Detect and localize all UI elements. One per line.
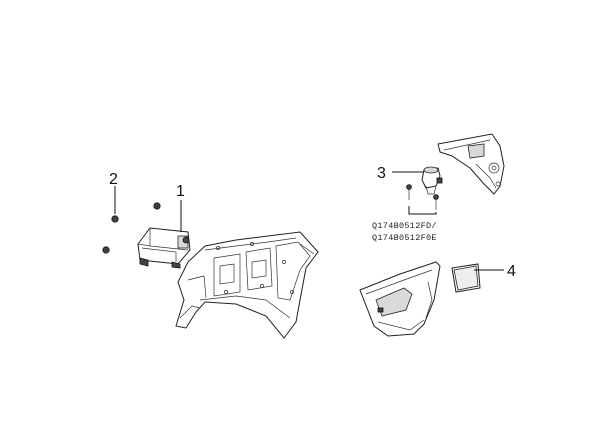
bolt-middle	[111, 215, 119, 223]
rear-side-panel	[437, 133, 505, 195]
right-bottom-assembly: 4	[359, 261, 516, 337]
access-cover	[375, 287, 413, 317]
right-top-assembly: 3 Q174B0512FD/ Q174B0512F0E	[372, 133, 505, 243]
crash-sensor	[421, 166, 443, 195]
callout-2: 2	[109, 171, 118, 188]
floor-bracket-panel	[175, 231, 319, 339]
warning-label	[451, 263, 481, 293]
airbag-control-module	[137, 227, 191, 269]
interior-trim-panel	[359, 261, 441, 337]
screw-right	[433, 194, 439, 210]
bolt-top	[153, 202, 161, 210]
callout-3: 3	[377, 165, 386, 182]
callout-1: 1	[176, 183, 185, 200]
sensor-screws	[406, 184, 439, 210]
bracket-line-screws	[408, 206, 437, 215]
callout-4: 4	[507, 263, 516, 280]
screw-left	[406, 184, 412, 200]
bolt-lower	[102, 246, 110, 254]
mounting-bolts	[102, 202, 161, 254]
part-number-line-1: Q174B0512FD/	[372, 221, 437, 231]
part-number-line-2: Q174B0512F0E	[372, 233, 437, 243]
left-assembly: 1 2	[102, 171, 319, 339]
